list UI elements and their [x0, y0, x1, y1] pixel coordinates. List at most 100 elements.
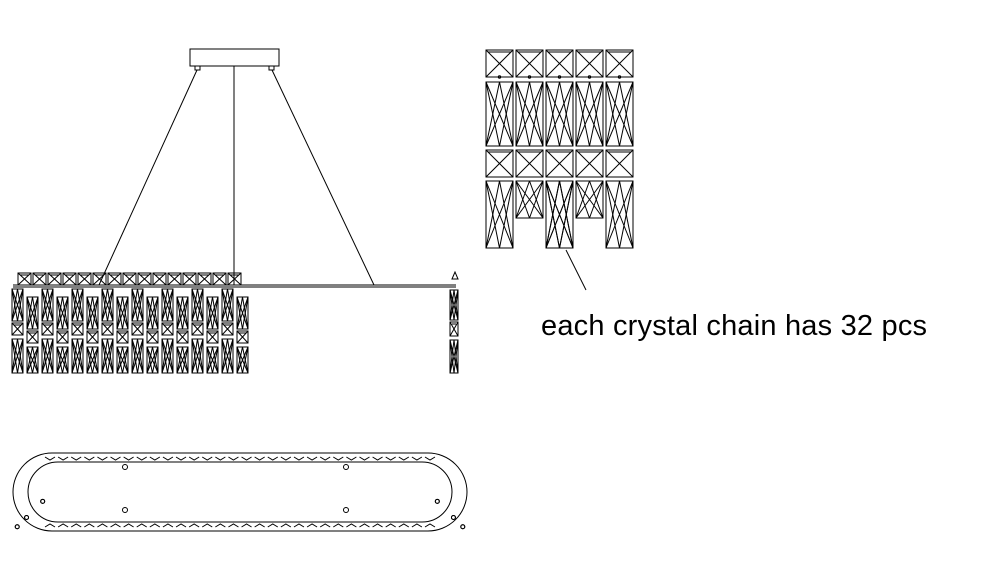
ring-crystal [333, 524, 343, 527]
ring-crystal [320, 457, 330, 460]
square-crystal [63, 273, 76, 285]
square-crystal [606, 150, 633, 177]
square-crystal [222, 323, 233, 335]
long-crystal [102, 339, 113, 373]
link-dot [618, 76, 620, 78]
square-crystal [237, 331, 248, 343]
suspension-wire-right [272, 70, 374, 285]
ring-crystal [137, 524, 147, 527]
ring-crystal [202, 457, 212, 460]
ring-crystal [294, 457, 304, 460]
ring-crystal [399, 457, 409, 460]
square-crystal [132, 323, 143, 335]
square-crystal [546, 150, 573, 177]
top-view [13, 453, 467, 531]
front-crystal-rows [12, 273, 248, 373]
canopy-mount-right [269, 66, 274, 70]
ring-crystal [320, 524, 330, 527]
ring-crystal [215, 524, 225, 527]
annotation-leader-line [566, 250, 586, 290]
long-crystal [222, 289, 233, 321]
mount-hole-top-left [123, 465, 128, 470]
crystal-chain-column [606, 50, 633, 248]
ring-crystal [58, 524, 68, 527]
front-elevation [12, 49, 458, 373]
long-crystal [72, 289, 83, 321]
long-crystal [42, 339, 53, 373]
end-cap [452, 272, 458, 279]
ring-crystal [215, 457, 225, 460]
ring-crystal [346, 457, 356, 460]
long-crystal [57, 347, 68, 373]
long-crystal [147, 347, 158, 373]
mount-hole-bottom-left [123, 508, 128, 513]
suspension-wire-left [99, 70, 197, 285]
ring-crystal [176, 457, 186, 460]
ring-crystal [163, 457, 173, 460]
ring-crystal [425, 457, 435, 460]
ring-crystal [150, 524, 160, 527]
square-crystal [27, 331, 38, 343]
ring-crystal [359, 524, 369, 527]
square-crystal [153, 273, 166, 285]
square-crystal [516, 150, 543, 177]
top-view-outer-ring [13, 453, 467, 531]
ring-crystal [25, 515, 29, 519]
long-crystal [27, 347, 38, 373]
ring-crystal [71, 457, 81, 460]
mount-hole-top-right [344, 465, 349, 470]
long-crystal [162, 339, 173, 373]
square-crystal [576, 50, 603, 77]
square-crystal [57, 331, 68, 343]
ring-crystal [111, 457, 121, 460]
square-crystal [228, 273, 241, 285]
square-crystal [450, 322, 458, 336]
ring-crystal [84, 524, 94, 527]
ring-crystal [451, 515, 455, 519]
square-crystal [18, 273, 31, 285]
ring-crystal [373, 524, 383, 527]
long-crystal [237, 297, 248, 329]
link-dot [498, 76, 500, 78]
square-crystal [42, 323, 53, 335]
ring-crystal [163, 524, 173, 527]
ring-crystal [242, 524, 252, 527]
mount-hole-bottom-right [344, 508, 349, 513]
long-crystal [162, 289, 173, 321]
ring-crystal [412, 524, 422, 527]
long-crystal [222, 339, 233, 373]
crystal-chain-column [576, 50, 603, 218]
ring-crystal [399, 524, 409, 527]
long-crystal [12, 289, 23, 321]
long-crystal [147, 297, 158, 329]
square-crystal [516, 50, 543, 77]
ring-crystal [15, 525, 19, 529]
square-crystal [576, 150, 603, 177]
long-crystal [117, 297, 128, 329]
long-crystal [486, 181, 513, 248]
ring-crystal [281, 457, 291, 460]
square-crystal [72, 323, 83, 335]
long-crystal [27, 297, 38, 329]
long-crystal [237, 347, 248, 373]
ring-crystal [45, 524, 55, 527]
link-dot [528, 76, 530, 78]
ring-crystal [255, 524, 265, 527]
link-dot [558, 76, 560, 78]
ring-crystal [268, 457, 278, 460]
square-crystal [123, 273, 136, 285]
ring-crystal [359, 457, 369, 460]
top-view-crystal-ring [15, 457, 465, 529]
long-crystal [87, 347, 98, 373]
long-crystal [576, 82, 603, 146]
long-crystal [57, 297, 68, 329]
ring-crystal [202, 524, 212, 527]
square-crystal [147, 331, 158, 343]
square-crystal [198, 273, 211, 285]
square-crystal [177, 331, 188, 343]
ring-crystal [425, 524, 435, 527]
long-crystal [177, 297, 188, 329]
long-crystal [177, 347, 188, 373]
square-crystal [102, 323, 113, 335]
